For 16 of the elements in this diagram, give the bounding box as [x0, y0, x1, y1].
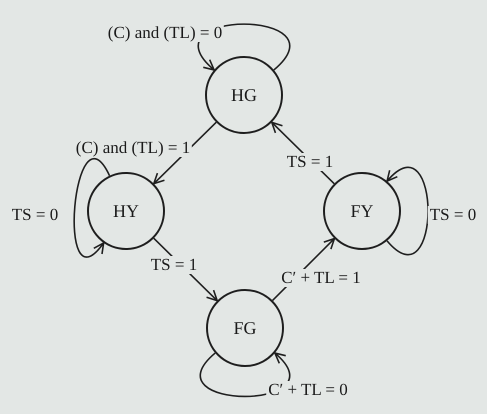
state-circle [206, 289, 284, 367]
edge-label: (C) and (TL) = 1 [74, 139, 192, 157]
arrow [73, 158, 110, 258]
state-circle [87, 172, 165, 250]
edge-label: TS = 1 [148, 256, 200, 274]
edge-label: C′ + TL = 1 [279, 269, 363, 287]
state-circle [205, 56, 283, 134]
state-name: HG [231, 84, 257, 106]
edge-label: TS = 0 [428, 206, 478, 224]
state-circle [323, 172, 401, 250]
edge-label: TS = 1 [284, 153, 336, 171]
state-name: FG [233, 318, 256, 338]
state-name: HY [113, 200, 139, 222]
edge-label: (C) and (TL) = 0 [106, 24, 224, 42]
state-name: FY [350, 200, 374, 222]
arrow [386, 166, 429, 256]
